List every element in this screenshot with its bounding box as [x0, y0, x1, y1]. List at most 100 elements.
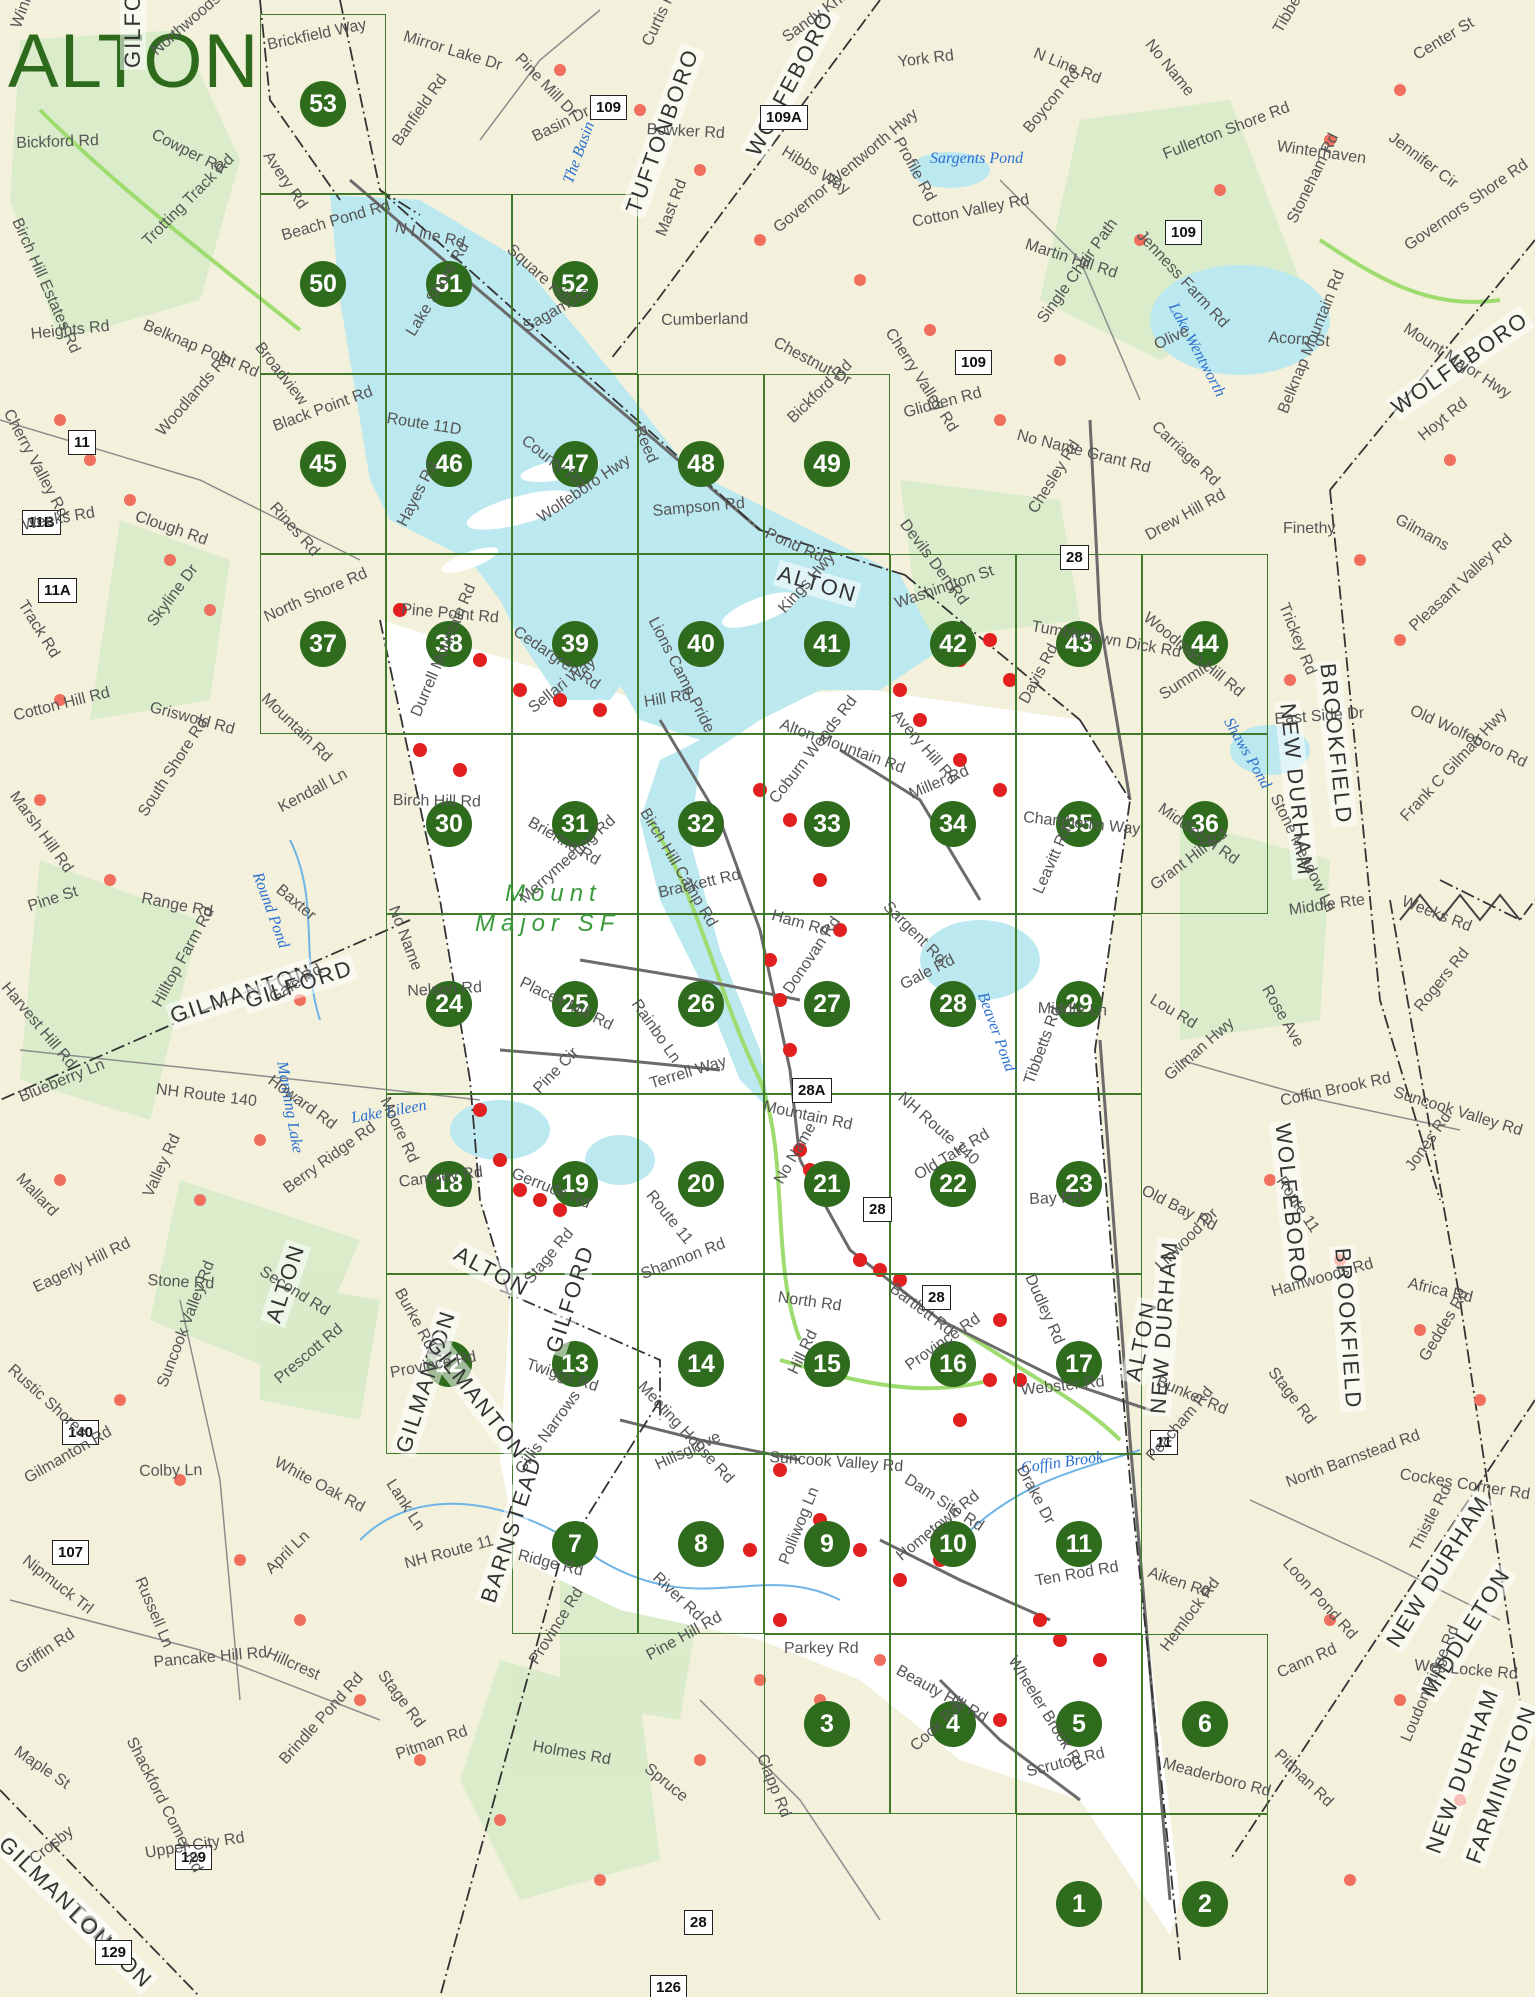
grid-cell	[764, 1274, 890, 1454]
route-shield: 28	[922, 1285, 951, 1310]
grid-marker[interactable]: 30	[426, 801, 472, 847]
grid-cell	[512, 554, 638, 734]
grid-cell	[638, 734, 764, 914]
grid-marker[interactable]: 10	[930, 1521, 976, 1567]
grid-marker[interactable]: 23	[1056, 1161, 1102, 1207]
grid-marker[interactable]: 2	[1182, 1881, 1228, 1927]
grid-marker[interactable]: 33	[804, 801, 850, 847]
grid-cell	[386, 914, 512, 1094]
grid-marker[interactable]: 42	[930, 621, 976, 667]
grid-marker[interactable]: 53	[300, 81, 346, 127]
grid-cell	[890, 734, 1016, 914]
grid-marker[interactable]: 34	[930, 801, 976, 847]
grid-marker[interactable]: 31	[552, 801, 598, 847]
grid-marker[interactable]: 27	[804, 981, 850, 1027]
grid-cell	[638, 914, 764, 1094]
grid-cell	[638, 1274, 764, 1454]
grid-marker[interactable]: 6	[1182, 1701, 1228, 1747]
grid-marker[interactable]: 8	[678, 1521, 724, 1567]
grid-cell	[260, 194, 386, 374]
grid-marker[interactable]: 45	[300, 441, 346, 487]
grid-cell	[890, 1634, 1016, 1814]
grid-marker[interactable]: 32	[678, 801, 724, 847]
grid-cell	[890, 1094, 1016, 1274]
grid-marker[interactable]: 44	[1182, 621, 1228, 667]
grid-marker[interactable]: 25	[552, 981, 598, 1027]
grid-marker[interactable]: 46	[426, 441, 472, 487]
grid-marker[interactable]: 18	[426, 1161, 472, 1207]
grid-marker[interactable]: 28	[930, 981, 976, 1027]
grid-marker[interactable]: 35	[1056, 801, 1102, 847]
grid-marker[interactable]: 16	[930, 1341, 976, 1387]
town-label: GILFORD	[120, 0, 146, 70]
route-shield: 28	[684, 1910, 713, 1935]
forest-label: Mount	[505, 880, 602, 907]
grid-cell	[1016, 1454, 1142, 1634]
grid-marker[interactable]: 15	[804, 1341, 850, 1387]
route-shield: 28A	[792, 1078, 832, 1103]
grid-marker[interactable]: 26	[678, 981, 724, 1027]
grid-cell	[890, 914, 1016, 1094]
grid-marker[interactable]: 40	[678, 621, 724, 667]
grid-marker[interactable]: 19	[552, 1161, 598, 1207]
grid-cell	[512, 734, 638, 914]
grid-cell	[890, 554, 1016, 734]
grid-cell	[1142, 1634, 1268, 1814]
grid-cell	[260, 374, 386, 554]
grid-marker[interactable]: 51	[426, 261, 472, 307]
grid-marker[interactable]: 7	[552, 1521, 598, 1567]
grid-marker[interactable]: 49	[804, 441, 850, 487]
grid-marker[interactable]: 5	[1056, 1701, 1102, 1747]
route-shield: 109	[590, 95, 628, 120]
grid-marker[interactable]: 43	[1056, 621, 1102, 667]
route-shield: 28	[1060, 545, 1089, 570]
grid-marker[interactable]: 41	[804, 621, 850, 667]
grid-marker[interactable]: 48	[678, 441, 724, 487]
grid-cell	[764, 1634, 890, 1814]
road-label: Birch Hill Rd	[392, 792, 482, 811]
grid-marker[interactable]: 29	[1056, 981, 1102, 1027]
grid-cell	[386, 554, 512, 734]
grid-marker[interactable]: 22	[930, 1161, 976, 1207]
grid-marker[interactable]: 20	[678, 1161, 724, 1207]
grid-marker[interactable]: 9	[804, 1521, 850, 1567]
route-shield: 129	[175, 1845, 213, 1870]
grid-marker[interactable]: 4	[930, 1701, 976, 1747]
grid-cell	[1016, 1094, 1142, 1274]
grid-marker[interactable]: 3	[804, 1701, 850, 1747]
grid-cell	[386, 1274, 512, 1454]
grid-cell	[638, 554, 764, 734]
water-label: Sargents Pond	[930, 150, 1024, 167]
route-shield: 140	[62, 1420, 100, 1445]
grid-marker[interactable]: 39	[552, 621, 598, 667]
grid-marker[interactable]: 52	[552, 261, 598, 307]
route-shield: 126	[650, 1975, 688, 1997]
grid-cell	[764, 554, 890, 734]
grid-marker[interactable]: 36	[1182, 801, 1228, 847]
route-shield: 129	[95, 1940, 133, 1965]
forest-label: Major SF	[475, 910, 621, 937]
grid-cell	[512, 194, 638, 374]
route-shield: 109	[955, 350, 993, 375]
grid-marker[interactable]: 47	[552, 441, 598, 487]
grid-marker[interactable]: 14	[678, 1341, 724, 1387]
grid-marker[interactable]: 1	[1056, 1881, 1102, 1927]
grid-cell	[386, 1094, 512, 1274]
grid-marker[interactable]: 38	[426, 621, 472, 667]
grid-cell	[1016, 1814, 1142, 1994]
grid-cell	[260, 14, 386, 194]
grid-marker[interactable]: 24	[426, 981, 472, 1027]
grid-cell	[1016, 734, 1142, 914]
grid-marker[interactable]: 11	[1056, 1521, 1102, 1567]
road-label: Parkey Rd	[784, 1640, 859, 1657]
grid-marker[interactable]: 17	[1056, 1341, 1102, 1387]
grid-marker[interactable]: 21	[804, 1161, 850, 1207]
route-shield: 28	[863, 1197, 892, 1222]
grid-marker[interactable]: 50	[300, 261, 346, 307]
grid-marker[interactable]: 37	[300, 621, 346, 667]
grid-cell	[512, 914, 638, 1094]
route-shield: 109A	[760, 105, 808, 130]
grid-cell	[638, 374, 764, 554]
